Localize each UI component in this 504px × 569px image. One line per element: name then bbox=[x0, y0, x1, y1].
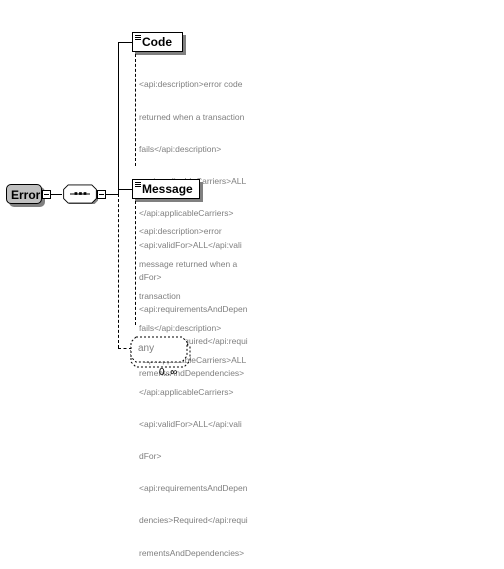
collapse-toggle-icon[interactable] bbox=[42, 190, 51, 199]
connector-line bbox=[51, 194, 62, 195]
sequence-collapse-toggle-icon[interactable] bbox=[97, 190, 106, 199]
connector-line bbox=[106, 194, 118, 195]
branch-line-any bbox=[118, 194, 119, 348]
root-element-label: Error bbox=[11, 188, 41, 202]
element-message-label: Message bbox=[142, 182, 193, 196]
element-doc-icon bbox=[135, 35, 141, 41]
branch-line-any-horizontal bbox=[118, 348, 132, 349]
branch-line-code bbox=[118, 42, 132, 43]
root-element-error[interactable]: Error bbox=[6, 184, 42, 204]
element-code-label: Code bbox=[142, 35, 172, 49]
branch-line bbox=[118, 42, 119, 194]
sequence-compositor-icon[interactable] bbox=[62, 184, 98, 204]
element-code[interactable]: Code bbox=[132, 32, 183, 52]
branch-line-message bbox=[118, 189, 132, 190]
element-doc-icon bbox=[135, 182, 141, 188]
doc-bracket-code bbox=[135, 54, 136, 166]
any-wildcard-label: any bbox=[138, 343, 155, 354]
element-message-documentation: <api:description>error message returned … bbox=[139, 226, 248, 558]
any-wildcard-shape[interactable] bbox=[130, 336, 194, 368]
doc-bracket-message bbox=[135, 201, 136, 325]
any-occurrence-label: 0..∞ bbox=[159, 367, 178, 378]
element-message[interactable]: Message bbox=[132, 179, 200, 199]
